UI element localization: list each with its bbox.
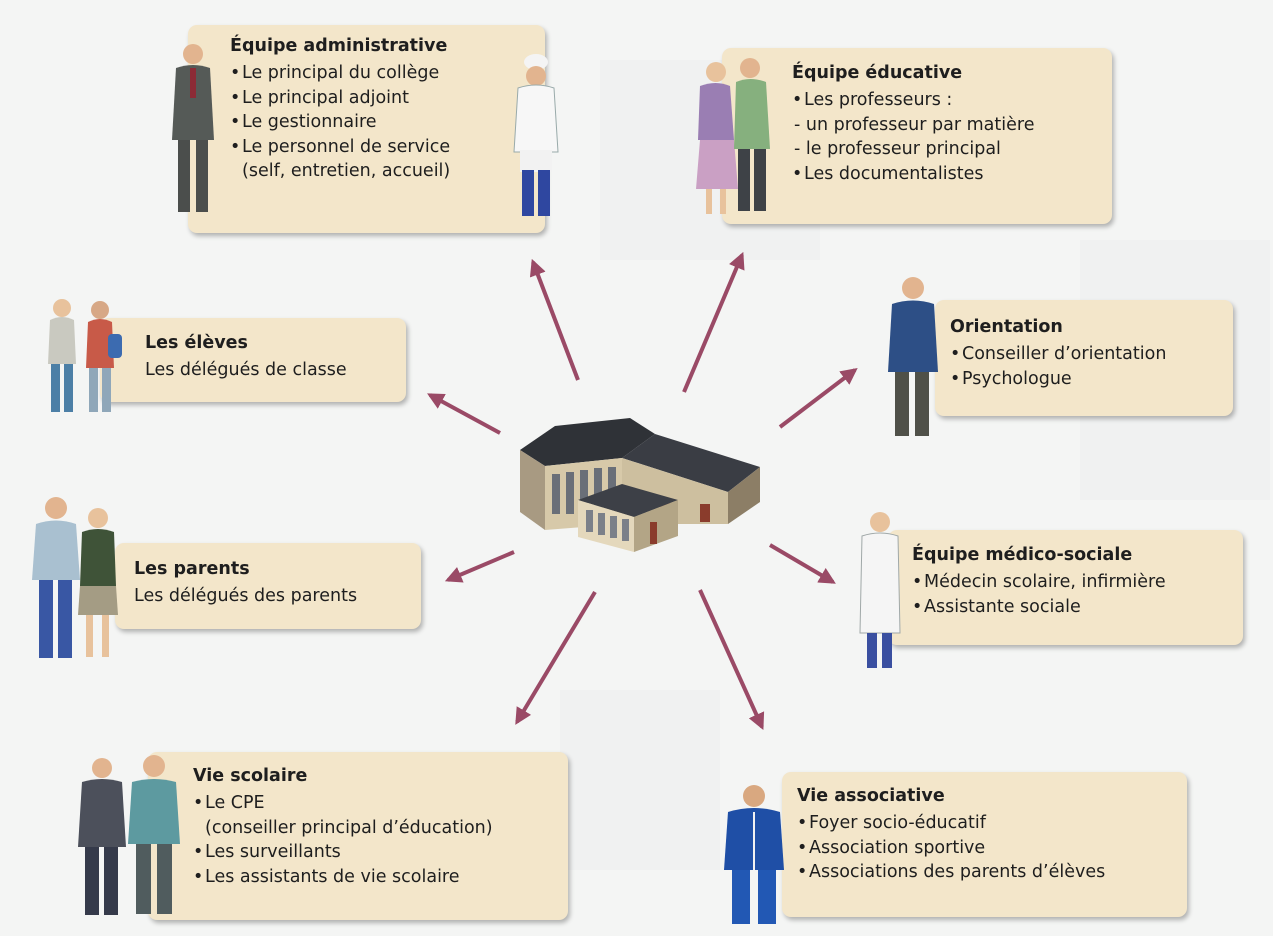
group-eleves-line: Les délégués de classe bbox=[145, 360, 347, 380]
list-item: •Le personnel de service bbox=[230, 136, 451, 157]
group-admin-box: Équipe administrative •Le principal du c… bbox=[188, 25, 545, 233]
person-icon bbox=[696, 58, 770, 214]
list-item: •Foyer socio-éducatif bbox=[797, 813, 986, 833]
person-icon bbox=[724, 785, 784, 924]
list-item: •Le principal du collège bbox=[230, 63, 440, 83]
arrow-to-admin bbox=[529, 258, 580, 381]
person-icon bbox=[172, 44, 214, 212]
school-building-icon bbox=[520, 418, 760, 552]
arrow-to-eleves bbox=[427, 393, 501, 435]
list-item: •Assistante sociale bbox=[912, 596, 1081, 617]
list-item: •Les documentalistes bbox=[792, 163, 984, 184]
group-parents-line: Les délégués des parents bbox=[134, 586, 358, 606]
group-educ-list: •Les professeurs : - un professeur par m… bbox=[792, 88, 1100, 186]
person-icon bbox=[78, 755, 180, 915]
list-item: •Médecin scolaire, infirmière bbox=[912, 572, 1166, 592]
list-item: •Associations des parents d’élèves bbox=[797, 862, 1106, 882]
group-vie-asso-list: •Foyer socio-éducatif •Association sport… bbox=[797, 811, 1175, 885]
list-item: (self, entretien, accueil) bbox=[242, 161, 451, 181]
group-admin-list: •Le principal du collège •Le principal a… bbox=[230, 61, 533, 184]
group-parents-title: Les parents bbox=[134, 559, 250, 579]
group-eleves-box: Les élèves Les délégués de classe bbox=[100, 318, 406, 402]
group-vie-asso-title: Vie associative bbox=[797, 786, 945, 806]
group-educ-box: Équipe éducative •Les professeurs : - un… bbox=[722, 48, 1112, 224]
list-item: •Les assistants de vie scolaire bbox=[193, 866, 460, 887]
group-medico-title: Équipe médico-sociale bbox=[912, 545, 1133, 565]
list-item: - le professeur principal bbox=[794, 139, 1001, 159]
list-item: - un professeur par matière bbox=[794, 114, 1035, 135]
group-medico-box: Équipe médico-sociale •Médecin scolaire,… bbox=[888, 530, 1243, 645]
arrow-to-vie-scolaire bbox=[515, 590, 597, 725]
list-item: (conseiller principal d’éducation) bbox=[205, 817, 493, 838]
person-icon bbox=[32, 497, 118, 658]
person-icon bbox=[888, 277, 938, 436]
arrow-to-medico bbox=[768, 543, 836, 584]
person-icon bbox=[513, 54, 559, 216]
person-icon bbox=[48, 299, 122, 412]
group-parents-box: Les parents Les délégués des parents bbox=[115, 543, 421, 629]
group-medico-list: •Médecin scolaire, infirmière •Assistant… bbox=[912, 570, 1231, 619]
person-icon bbox=[859, 512, 901, 668]
group-admin-title: Équipe administrative bbox=[230, 36, 448, 56]
group-eleves-title: Les élèves bbox=[145, 333, 248, 353]
list-item: •Les surveillants bbox=[193, 842, 341, 862]
arrow-to-orient bbox=[778, 367, 858, 429]
group-orient-box: Orientation •Conseiller d’orientation •P… bbox=[935, 300, 1233, 416]
arrow-to-educ bbox=[682, 251, 745, 393]
group-orient-list: •Conseiller d’orientation •Psychologue bbox=[950, 342, 1221, 391]
list-item: •Association sportive bbox=[797, 837, 986, 858]
group-educ-title: Équipe éducative bbox=[792, 63, 963, 83]
group-vie-scolaire-box: Vie scolaire •Le CPE (conseiller princip… bbox=[148, 752, 568, 920]
list-item: •Le gestionnaire bbox=[230, 112, 377, 132]
group-orient-title: Orientation bbox=[950, 317, 1063, 337]
group-vie-scolaire-list: •Le CPE (conseiller principal d’éducatio… bbox=[193, 791, 556, 889]
list-item: •Conseiller d’orientation bbox=[950, 344, 1167, 364]
arrow-to-parents bbox=[444, 550, 515, 583]
list-item: •Psychologue bbox=[950, 368, 1072, 389]
list-item: •Le principal adjoint bbox=[230, 87, 409, 108]
list-item: •Le CPE bbox=[193, 793, 265, 813]
list-item: •Les professeurs : bbox=[792, 90, 953, 110]
group-vie-scolaire-title: Vie scolaire bbox=[193, 766, 308, 786]
group-vie-asso-box: Vie associative •Foyer socio-éducatif •A… bbox=[782, 772, 1187, 917]
arrow-to-vie-asso bbox=[698, 589, 765, 731]
